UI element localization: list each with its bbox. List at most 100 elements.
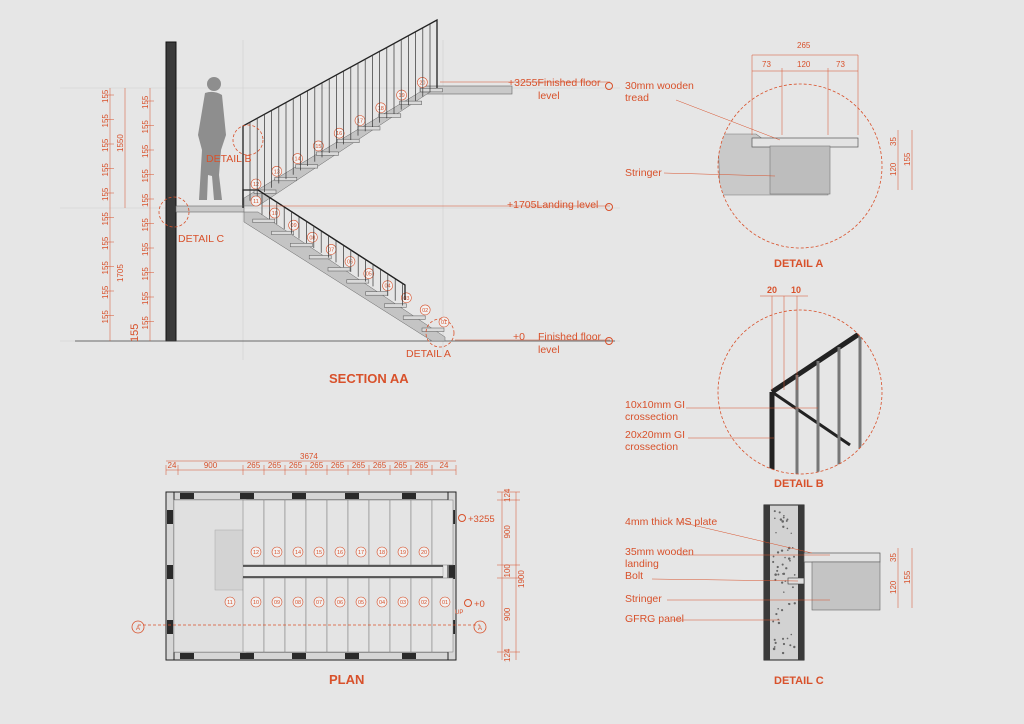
section-tread-16 <box>336 138 360 143</box>
plan-step-09-circle <box>271 596 283 608</box>
landing-slab <box>175 205 245 213</box>
plan-step-10-circle <box>250 596 262 608</box>
riser-dim: 155 <box>141 169 150 183</box>
detail-b-circle <box>717 309 883 475</box>
plan-step-14-circle <box>292 546 304 558</box>
detail-a-vdim-3: 155 <box>903 152 912 166</box>
plan-step-01: 01 <box>442 600 448 606</box>
section-tread-10 <box>252 218 276 223</box>
section-mark-left: A <box>136 626 140 632</box>
detail-a-tag: DETAIL A <box>406 348 451 360</box>
detail-c-callout-circle <box>158 196 190 228</box>
detail-a-stringer-label: Stringer <box>625 167 662 179</box>
detail-c-vdim-2: 120 <box>889 580 898 594</box>
plan-tread <box>368 577 391 653</box>
plan-step-16-circle <box>334 546 346 558</box>
section-step-20: 20 <box>419 80 425 86</box>
plan-hdim: 265 <box>289 461 303 470</box>
level-bottom-value: +0 <box>513 331 525 343</box>
detail-b-gi20-label-2: crossection <box>625 441 678 453</box>
section-step-07: 07 <box>328 247 334 253</box>
section-step-05-circle <box>363 268 375 279</box>
section-step-06-circle <box>344 256 356 267</box>
riser-dim: 155 <box>141 144 150 158</box>
detail-b-tag: DETAIL B <box>206 153 252 165</box>
detail-a-tread-label: 30mm wooden <box>625 80 694 92</box>
plan-hdim: 265 <box>310 461 324 470</box>
plan-step-19: 19 <box>400 550 406 556</box>
level-top-marker <box>605 82 613 90</box>
section-tread-15 <box>316 151 339 156</box>
section-tread-02 <box>402 315 426 320</box>
riser-dim: 155 <box>141 316 150 330</box>
section-tread-17 <box>357 126 381 131</box>
riser-dim: 155 <box>101 212 110 226</box>
plan-step-13-circle <box>271 546 283 558</box>
section-step-17: 17 <box>357 119 363 125</box>
plan-wall-block <box>167 565 173 579</box>
detail-b-gi10-label-2: crossection <box>625 411 678 423</box>
plan-step-20-circle <box>418 546 430 558</box>
section-step-12: 12 <box>253 182 259 188</box>
section-step-08: 08 <box>309 235 315 241</box>
detail-c-plate-label: 4mm thick MS plate <box>625 516 717 528</box>
plan-step-12-circle <box>250 546 262 558</box>
plan-tread <box>263 577 286 653</box>
plan-step-19-circle <box>397 546 409 558</box>
section-step-18: 18 <box>378 106 384 112</box>
level-top-label: +3255Finished floor <box>508 77 601 89</box>
plan-tread <box>431 577 454 653</box>
plan-step-11: 11 <box>227 600 233 606</box>
section-tread-09 <box>271 230 294 235</box>
plan-wall-block <box>167 620 173 634</box>
plan-wall-block <box>292 653 306 659</box>
section-tread-06 <box>327 267 351 272</box>
detail-b-gi20-label: 20x20mm GI <box>625 429 685 441</box>
plan-overall-dim: 3674 <box>300 452 318 461</box>
section-tread-03 <box>384 303 407 308</box>
plan-step-02-circle <box>418 596 430 608</box>
plan-hdim: 265 <box>394 461 408 470</box>
section-tread-05 <box>346 279 370 284</box>
detail-a-tread <box>751 137 859 148</box>
upper-flight-total: 1550 <box>116 134 125 152</box>
plan-wall-block <box>240 493 254 499</box>
section-step-03-circle <box>401 292 412 304</box>
level-bottom-marker <box>605 337 613 345</box>
plan-tread <box>284 577 307 653</box>
section-mark-right: A <box>478 626 482 632</box>
plan-wall-block <box>345 493 359 499</box>
riser-dim: 155 <box>101 138 110 152</box>
detail-a-dim-2: 120 <box>797 60 811 69</box>
plan-hdim: 265 <box>247 461 261 470</box>
plan-step-04-circle <box>376 596 388 608</box>
section-tread-14 <box>295 164 318 169</box>
riser-dim: 155 <box>101 114 110 128</box>
section-tread-12 <box>253 189 277 194</box>
plan-hdim: 24 <box>168 461 177 470</box>
plan-wall-block <box>402 493 416 499</box>
upper-railing <box>242 18 438 205</box>
plan-wall-block <box>402 653 416 659</box>
plan-step-01-circle <box>439 596 451 608</box>
plan-wall-block <box>180 493 194 499</box>
level-top-label-2: level <box>538 90 560 102</box>
plan-step-03-circle <box>397 596 409 608</box>
section-tread-20 <box>420 88 443 93</box>
plan-hdim: 24 <box>440 461 449 470</box>
detail-a-callout-circle <box>425 318 455 348</box>
lower-flight-total: 1705 <box>116 264 125 282</box>
plan-vdim: 124 <box>503 648 512 662</box>
plan-step-02: 02 <box>421 600 427 606</box>
section-step-12-circle <box>250 178 262 190</box>
riser-dim: 155 <box>101 236 110 250</box>
plan-hdim: 265 <box>415 461 429 470</box>
plan-step-18: 18 <box>379 550 385 556</box>
plan-step-17-circle <box>355 546 367 558</box>
plan-step-17: 17 <box>358 550 364 556</box>
plan-tread <box>410 577 433 653</box>
plan-step-11-circle <box>224 596 236 608</box>
plan-level-top: +3255 <box>468 514 495 525</box>
detail-b-dim-2: 10 <box>791 285 801 295</box>
